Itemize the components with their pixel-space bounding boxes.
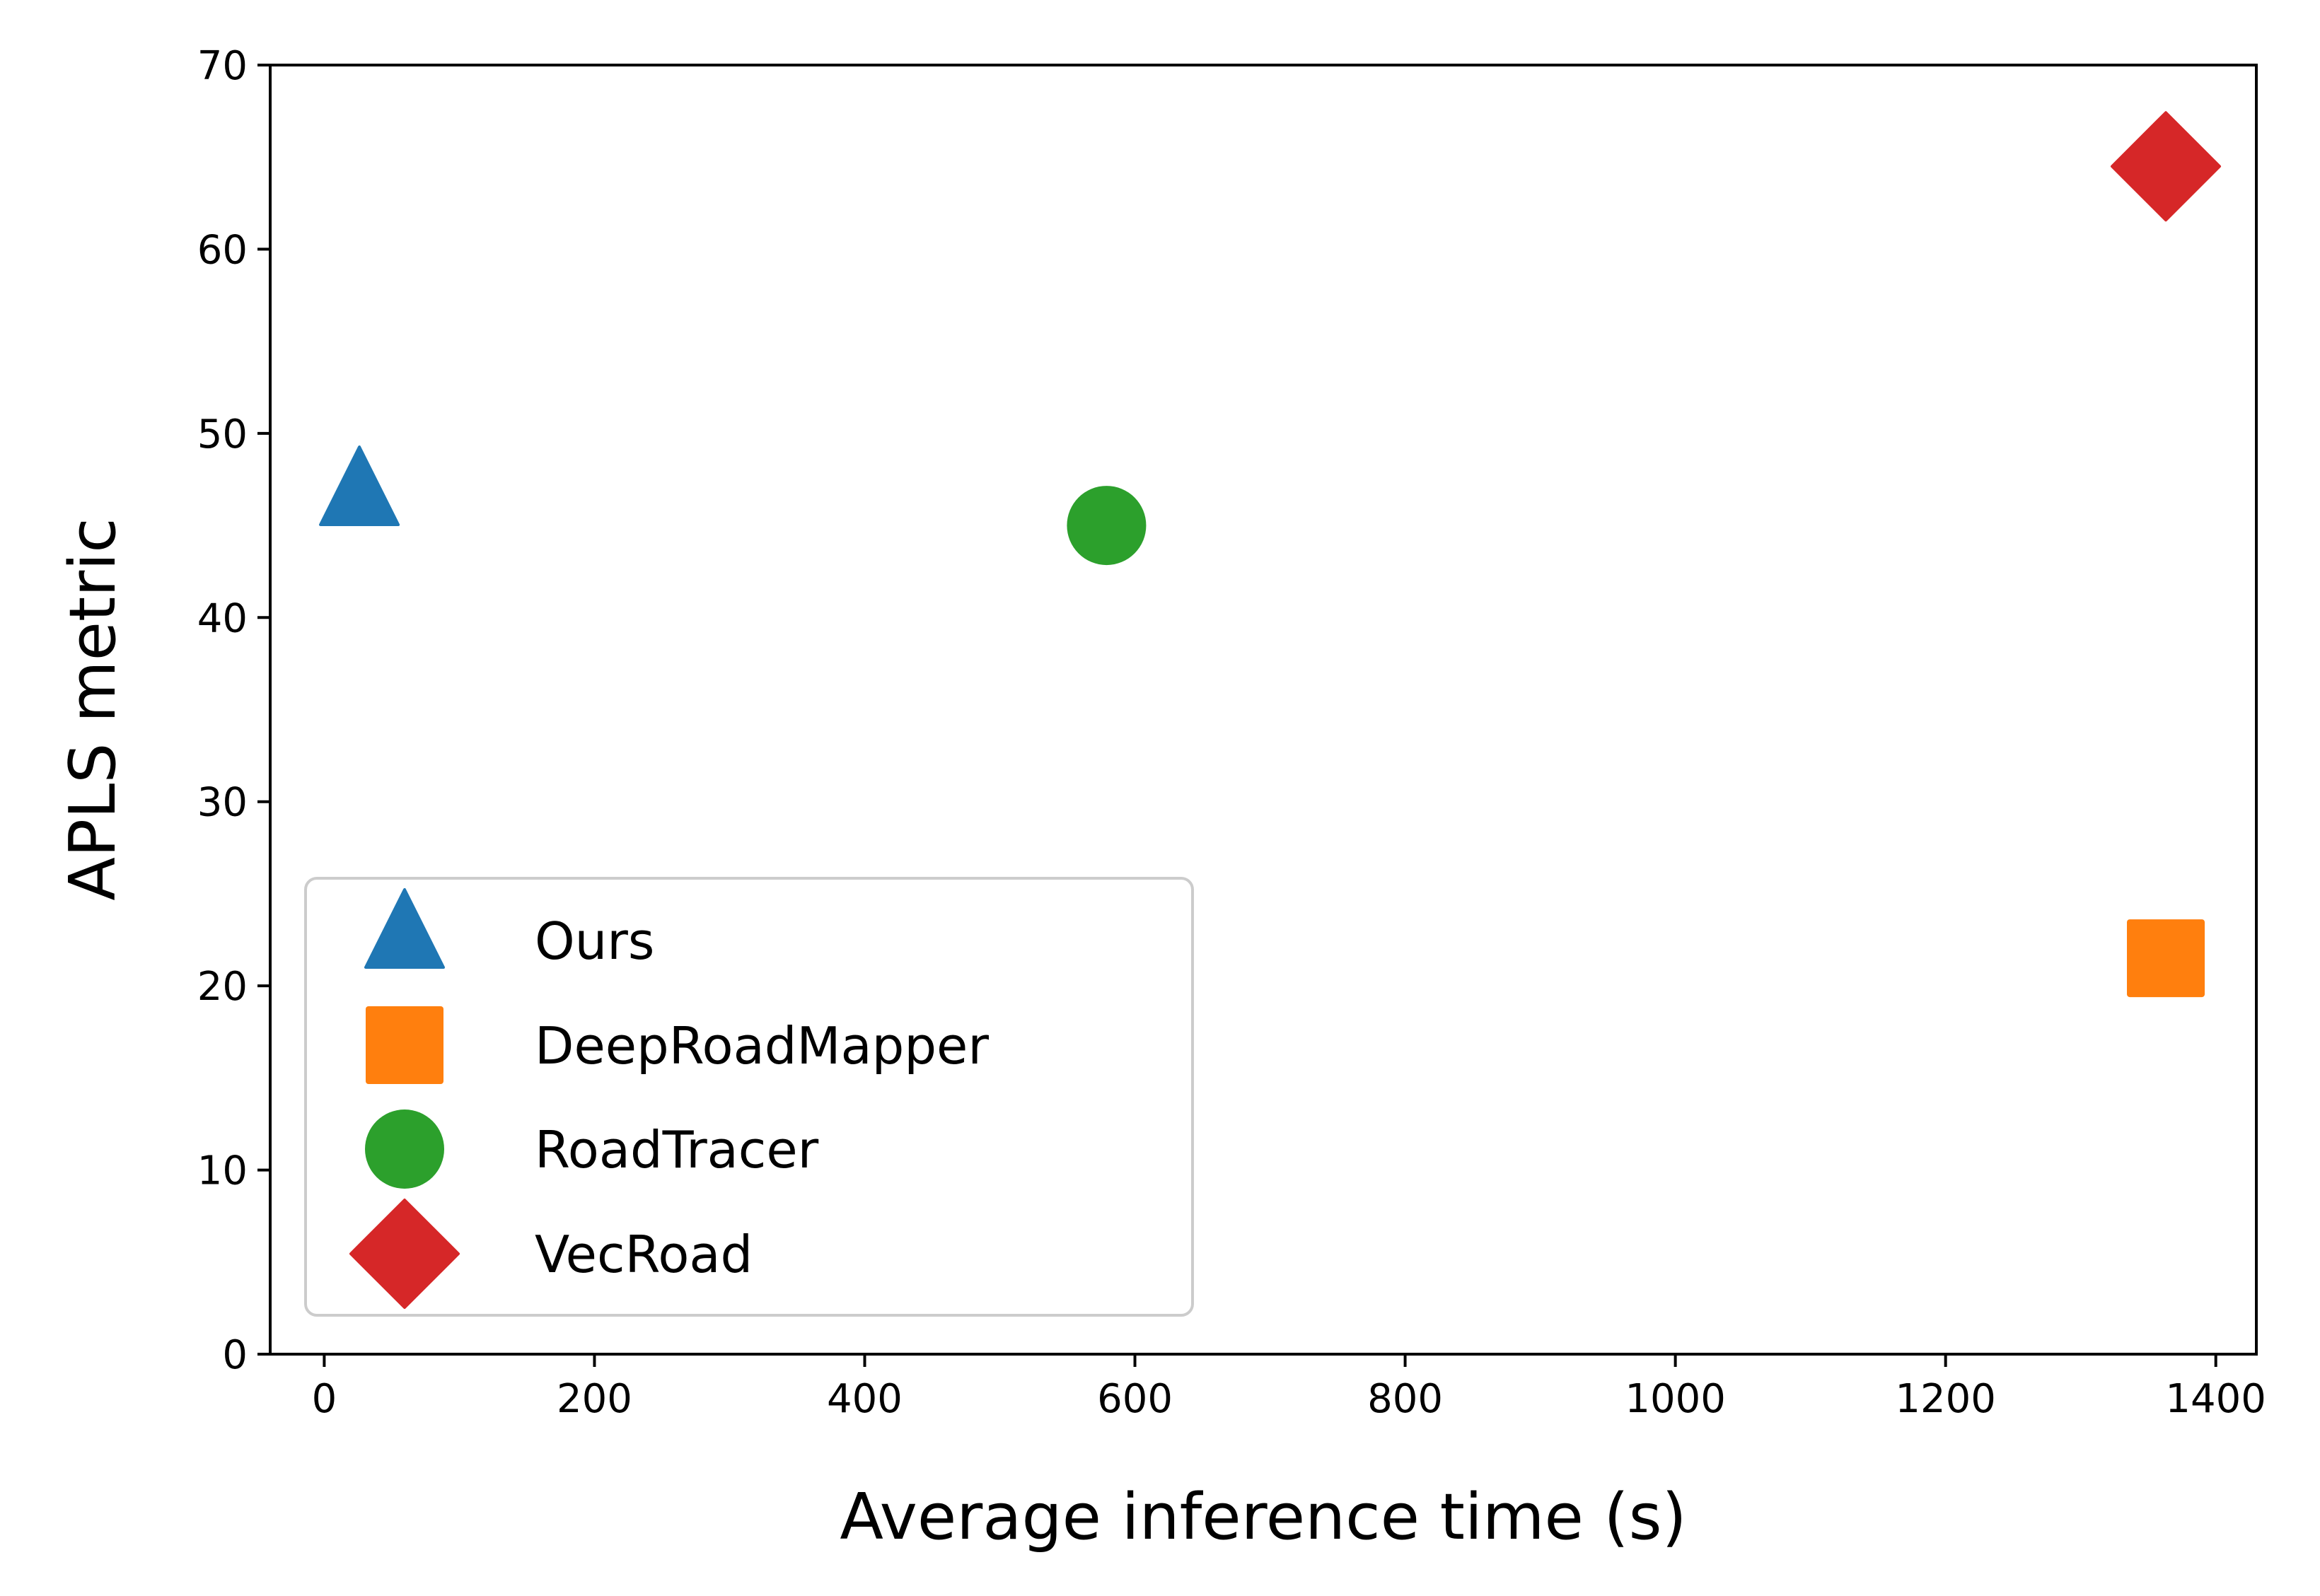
x-axis-title: Average inference time (s) xyxy=(840,1480,1686,1554)
data-point-ours xyxy=(319,445,400,527)
legend-label-deeproadmapper: DeepRoadMapper xyxy=(535,1016,989,1076)
y-tick-label: 50 xyxy=(197,412,248,458)
x-tick-label: 1000 xyxy=(1625,1376,1726,1422)
y-tick-label: 30 xyxy=(197,780,248,826)
axis-ticks: 0 200 400 600 800 1000 1200 1400 0 10 20 30 40 50 60 70 xyxy=(197,43,2266,1422)
data-point-vecroad xyxy=(2111,111,2222,222)
legend-label-ours: Ours xyxy=(535,911,654,971)
legend-marker-vecroad xyxy=(349,1199,460,1309)
y-tick-label: 70 xyxy=(197,43,248,89)
legend-box xyxy=(304,877,1194,1317)
y-axis-title: APLS metric xyxy=(56,518,130,901)
data-points xyxy=(319,111,2222,998)
data-point-roadtracer xyxy=(1067,486,1147,566)
legend-label-roadtracer: RoadTracer xyxy=(535,1120,819,1179)
x-tick-label: 0 xyxy=(312,1376,337,1422)
y-tick-label: 40 xyxy=(197,595,248,641)
y-tick-label: 10 xyxy=(197,1148,248,1194)
x-tick-label: 600 xyxy=(1097,1376,1173,1422)
x-tick-label: 200 xyxy=(557,1376,632,1422)
legend-marker-ours xyxy=(364,888,445,969)
x-tick-label: 1400 xyxy=(2165,1376,2266,1422)
y-tick-label: 20 xyxy=(197,964,248,1010)
x-tick-label: 1200 xyxy=(1895,1376,1996,1422)
legend-marker-roadtracer xyxy=(365,1109,444,1189)
legend-marker-deeproadmapper xyxy=(366,1006,443,1084)
legend-label-vecroad: VecRoad xyxy=(535,1225,753,1284)
x-tick-label: 800 xyxy=(1367,1376,1443,1422)
data-point-deeproadmapper xyxy=(2127,919,2205,998)
y-tick-label: 60 xyxy=(197,227,248,273)
plot-frame xyxy=(269,64,2258,1356)
x-tick-label: 400 xyxy=(827,1376,903,1422)
y-tick-label: 0 xyxy=(222,1332,248,1378)
